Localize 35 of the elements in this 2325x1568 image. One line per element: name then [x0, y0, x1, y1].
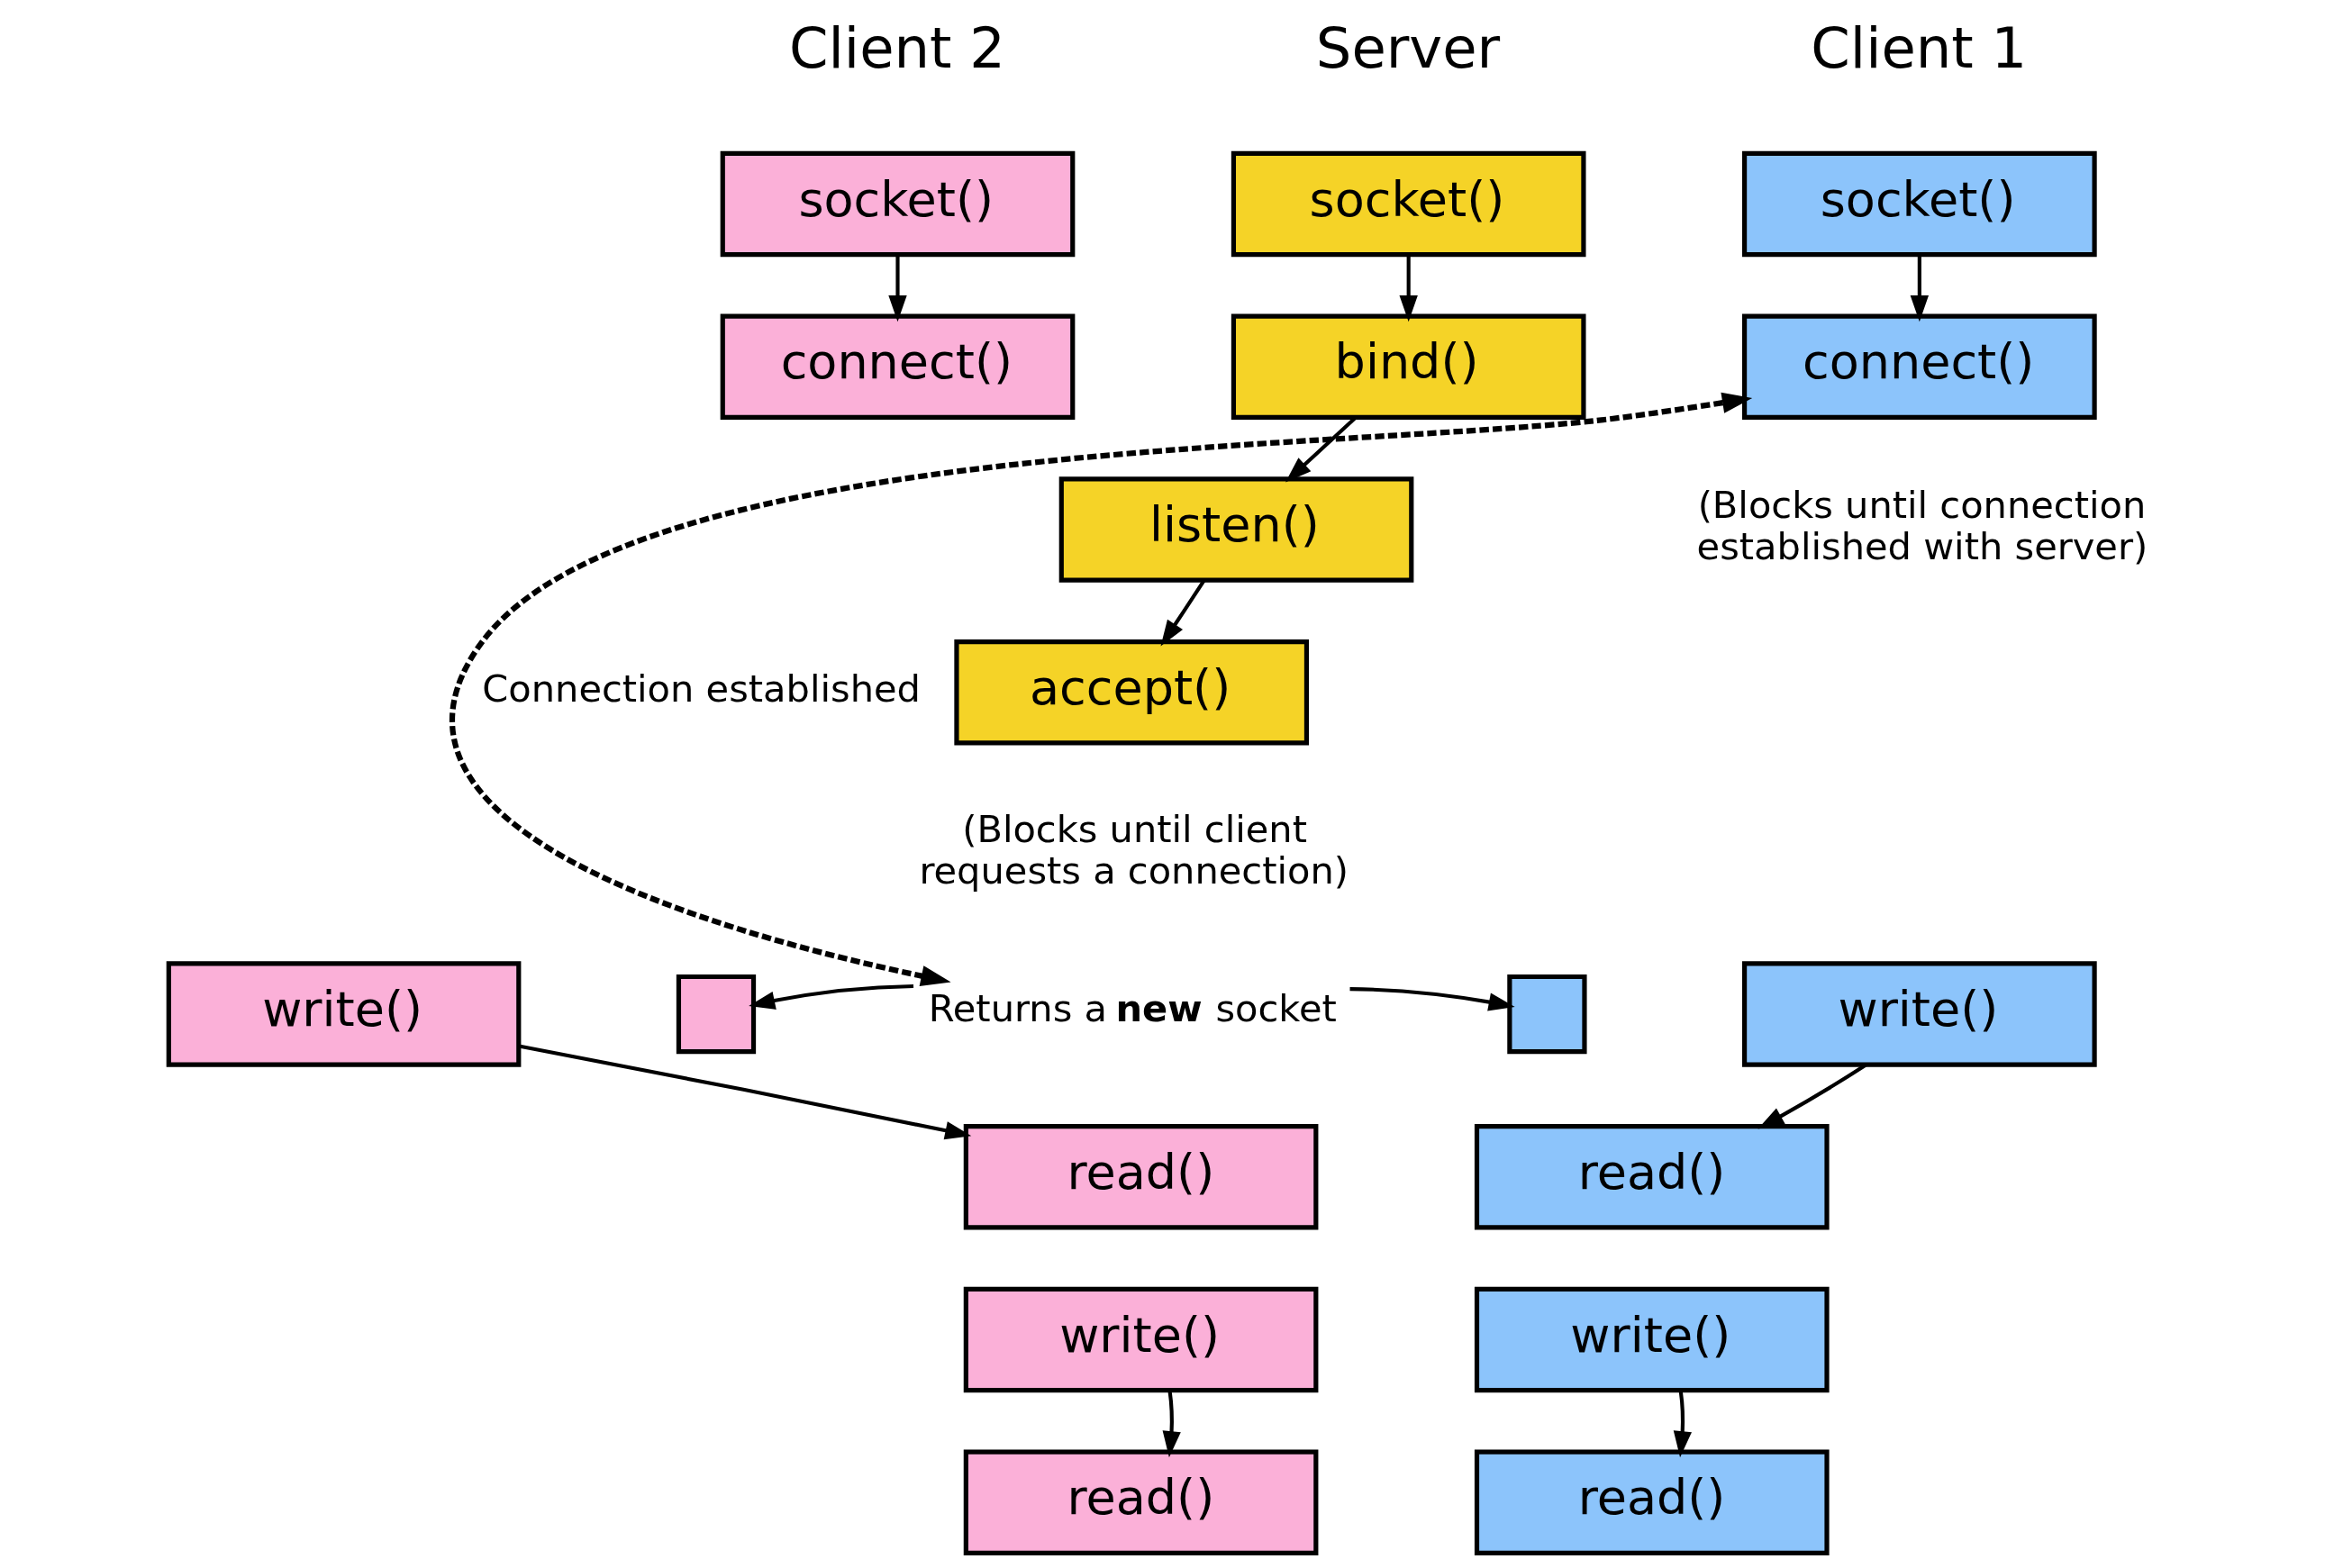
node-box: bind() [1231, 313, 1586, 420]
arrow [1398, 255, 1418, 322]
arrow [1349, 986, 1515, 1011]
node-box: read() [963, 1124, 1318, 1230]
node-box: write() [963, 1286, 1318, 1393]
node-box: connect() [1741, 313, 2097, 420]
node-box: listen() [1058, 476, 1413, 583]
edge-label: Connection established [481, 666, 921, 711]
node-box: socket() [1741, 150, 2097, 258]
arrow [450, 392, 1752, 987]
node-box: connect() [720, 313, 1075, 420]
arrow [518, 1044, 971, 1140]
arrow [887, 255, 907, 322]
node-box: socket() [720, 150, 1075, 258]
arrow [1673, 1391, 1692, 1458]
node-label: (Blocks until client requests a connection) [918, 806, 1349, 893]
node-box: read() [1474, 1124, 1830, 1230]
label: Client 2 [788, 14, 1005, 81]
node-text: Returns a new socket [928, 986, 1337, 1031]
node-box: socket() [1231, 150, 1586, 258]
node-box: read() [963, 1449, 1318, 1555]
node-box: write() [1474, 1286, 1830, 1393]
arrow [1160, 579, 1205, 647]
node-box: write() [1741, 961, 2097, 1067]
node-label: (Blocks until connection established with server) [1696, 483, 2148, 569]
label: Server [1315, 14, 1500, 81]
node-box [1506, 974, 1587, 1055]
node-box: write() [166, 961, 521, 1067]
arrow [748, 983, 913, 1010]
arrow [1910, 255, 1929, 322]
node-box: read() [1474, 1449, 1830, 1555]
arrow [1162, 1391, 1181, 1458]
label: Client 1 [1810, 14, 2027, 81]
node-box: accept() [953, 639, 1309, 746]
node-box [676, 974, 756, 1055]
